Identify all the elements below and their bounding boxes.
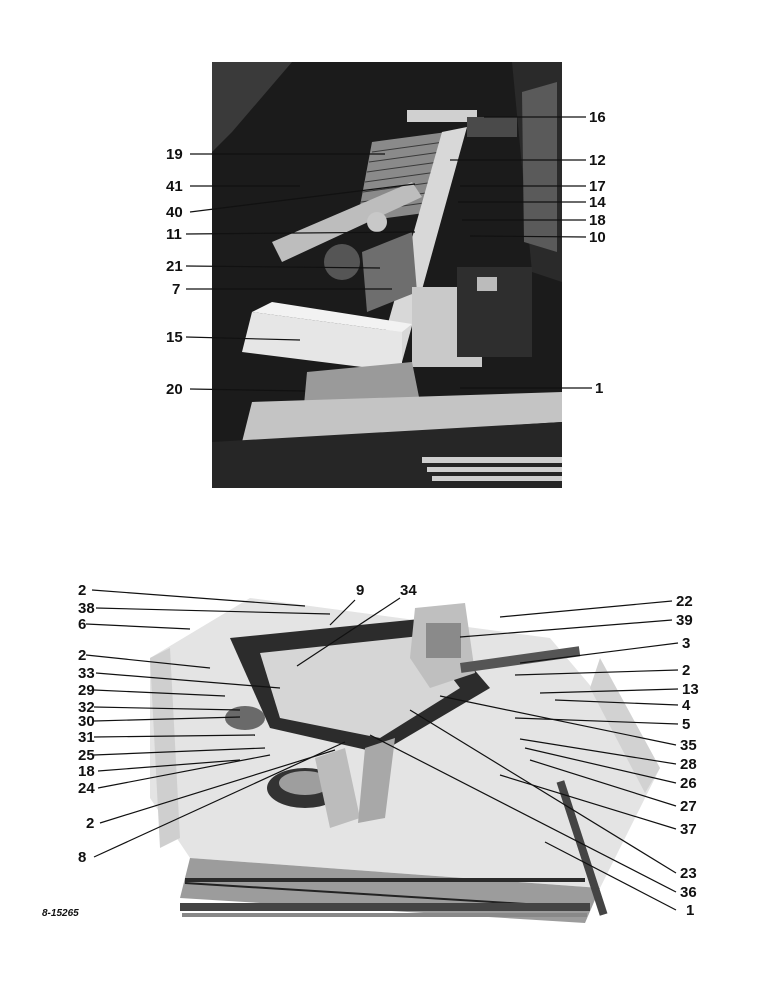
- callout-bottom-25: 25: [78, 747, 95, 764]
- callout-bottom-1: 1: [686, 902, 695, 919]
- callout-bottom-3: 3: [682, 635, 691, 652]
- callout-bottom-27: 27: [680, 798, 697, 815]
- callout-top-20: 20: [166, 381, 183, 398]
- callout-bottom-33: 33: [78, 665, 95, 682]
- callout-bottom-24: 24: [78, 780, 95, 797]
- callout-bottom-13: 13: [682, 681, 699, 698]
- callout-bottom-5: 5: [682, 716, 691, 733]
- callout-bottom-26: 26: [680, 775, 697, 792]
- callout-top-19: 19: [166, 146, 183, 163]
- callout-bottom-34: 34: [400, 582, 417, 599]
- callout-top-15: 15: [166, 329, 183, 346]
- callout-bottom-32: 32: [78, 699, 95, 716]
- callout-top-1: 1: [595, 380, 604, 397]
- callout-top-16: 16: [589, 109, 606, 126]
- callout-bottom-39: 39: [676, 612, 693, 629]
- callout-top-14: 14: [589, 194, 606, 211]
- callout-top-18: 18: [589, 212, 606, 229]
- callout-bottom-2a: 2: [78, 582, 87, 599]
- callout-bottom-22: 22: [676, 593, 693, 610]
- callout-top-11: 11: [166, 226, 182, 243]
- callout-bottom-2d: 2: [86, 815, 95, 832]
- callout-bottom-35: 35: [680, 737, 697, 754]
- callout-bottom-6: 6: [78, 616, 87, 633]
- top-photo-mower-mount: [212, 62, 562, 488]
- callout-bottom-37: 37: [680, 821, 697, 838]
- figure-id: 8-15265: [42, 908, 79, 919]
- callout-top-40: 40: [166, 204, 183, 221]
- callout-bottom-28: 28: [680, 756, 697, 773]
- callout-bottom-36: 36: [680, 884, 697, 901]
- callout-bottom-2b: 2: [78, 647, 87, 664]
- callout-bottom-9: 9: [356, 582, 365, 599]
- callout-bottom-29: 29: [78, 682, 95, 699]
- callout-top-12: 12: [589, 152, 606, 169]
- callout-top-17: 17: [589, 178, 606, 195]
- callout-bottom-2c: 2: [682, 662, 691, 679]
- callout-top-7: 7: [172, 281, 181, 298]
- callout-bottom-4: 4: [682, 697, 691, 714]
- callout-bottom-8: 8: [78, 849, 87, 866]
- callout-bottom-30: 30: [78, 713, 95, 730]
- callout-bottom-18: 18: [78, 763, 95, 780]
- callout-bottom-31: 31: [78, 729, 95, 746]
- callout-top-41: 41: [166, 178, 183, 195]
- callout-top-21: 21: [166, 258, 183, 275]
- callout-bottom-38: 38: [78, 600, 95, 617]
- bottom-photo-mower-deck: [150, 598, 660, 923]
- callout-bottom-23: 23: [680, 865, 697, 882]
- callout-top-10: 10: [589, 229, 606, 246]
